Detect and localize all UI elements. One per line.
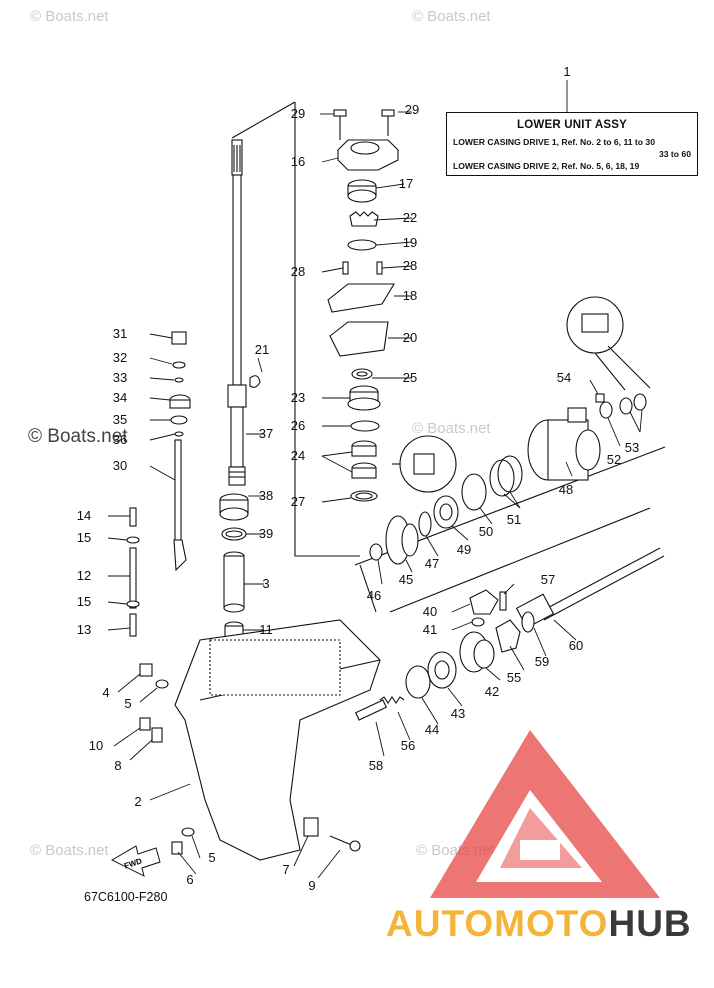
callout-15: 15 <box>77 594 91 609</box>
callout-60: 60 <box>569 638 583 653</box>
callout-55: 55 <box>507 670 521 685</box>
callout-38: 38 <box>259 488 273 503</box>
callout-29: 29 <box>291 106 305 121</box>
callout-58: 58 <box>369 758 383 773</box>
callout-numbers: 1234556789101112131415151617181920212223… <box>77 64 639 893</box>
callout-41: 41 <box>423 622 437 637</box>
callout-13: 13 <box>77 622 91 637</box>
watermark: © Boats.net <box>412 8 491 25</box>
callout-4: 4 <box>102 685 109 700</box>
callout-47: 47 <box>425 556 439 571</box>
title-box: LOWER UNIT ASSY LOWER CASING DRIVE 1, Re… <box>446 112 698 176</box>
callout-33: 33 <box>113 370 127 385</box>
callout-19: 19 <box>403 235 417 250</box>
callout-52: 52 <box>607 452 621 467</box>
callout-44: 44 <box>425 722 439 737</box>
callout-3: 3 <box>262 576 269 591</box>
callout-57: 57 <box>541 572 555 587</box>
callout-30: 30 <box>113 458 127 473</box>
callout-59: 59 <box>535 654 549 669</box>
watermark: © Boats.net <box>30 8 109 25</box>
callout-35: 35 <box>113 412 127 427</box>
callout-45: 45 <box>399 572 413 587</box>
watermark: © Boats.net <box>28 426 128 447</box>
callout-25: 25 <box>403 370 417 385</box>
callout-53: 53 <box>625 440 639 455</box>
callout-46: 46 <box>367 588 381 603</box>
callout-2: 2 <box>134 794 141 809</box>
title-box-line2: LOWER CASING DRIVE 2, Ref. No. 5, 6, 18,… <box>453 161 640 171</box>
callout-48: 48 <box>559 482 573 497</box>
callout-50: 50 <box>479 524 493 539</box>
callout-24: 24 <box>291 448 305 463</box>
callout-1: 1 <box>563 64 570 79</box>
callout-42: 42 <box>485 684 499 699</box>
title-box-line1: LOWER CASING DRIVE 1, Ref. No. 2 to 6, 1… <box>453 137 655 147</box>
callout-51: 51 <box>507 512 521 527</box>
callout-49: 49 <box>457 542 471 557</box>
callout-17: 17 <box>399 176 413 191</box>
callout-18: 18 <box>403 288 417 303</box>
callout-10: 10 <box>89 738 103 753</box>
title-box-heading: LOWER UNIT ASSY <box>517 119 627 131</box>
callout-34: 34 <box>113 390 127 405</box>
watermark: © Boats.net <box>30 842 109 859</box>
callout-31: 31 <box>113 326 127 341</box>
callout-14: 14 <box>77 508 91 523</box>
callout-20: 20 <box>403 330 417 345</box>
callout-40: 40 <box>423 604 437 619</box>
callout-22: 22 <box>403 210 417 225</box>
callout-23: 23 <box>291 390 305 405</box>
callout-6: 6 <box>186 872 193 887</box>
callout-28: 28 <box>291 264 305 279</box>
callout-15: 15 <box>77 530 91 545</box>
callout-32: 32 <box>113 350 127 365</box>
watermark: © Boats.net <box>412 420 491 437</box>
brand-part2: HUB <box>608 903 692 944</box>
callout-5: 5 <box>208 850 215 865</box>
callout-5: 5 <box>124 696 131 711</box>
brand-part1: AUTOMOTO <box>386 903 609 944</box>
brand-wordmark: AUTOMOTOHUB <box>386 903 692 945</box>
callout-8: 8 <box>114 758 121 773</box>
diagram-code: 67C6100-F280 <box>84 890 168 904</box>
callout-39: 39 <box>259 526 273 541</box>
callout-7: 7 <box>282 862 289 877</box>
callout-12: 12 <box>77 568 91 583</box>
callout-26: 26 <box>291 418 305 433</box>
callout-21: 21 <box>255 342 269 357</box>
callout-29: 29 <box>405 102 419 117</box>
fwd-arrow-icon <box>110 845 161 877</box>
callout-9: 9 <box>308 878 315 893</box>
callout-37: 37 <box>259 426 273 441</box>
brand-logo-icon <box>430 730 660 898</box>
callout-27: 27 <box>291 494 305 509</box>
callout-11: 11 <box>259 622 273 637</box>
callout-36: 36 <box>113 432 127 447</box>
callout-54: 54 <box>557 370 571 385</box>
callout-28: 28 <box>403 258 417 273</box>
title-box-line1b: 33 to 60 <box>658 149 691 159</box>
callout-43: 43 <box>451 706 465 721</box>
callout-56: 56 <box>401 738 415 753</box>
callout-16: 16 <box>291 154 305 169</box>
